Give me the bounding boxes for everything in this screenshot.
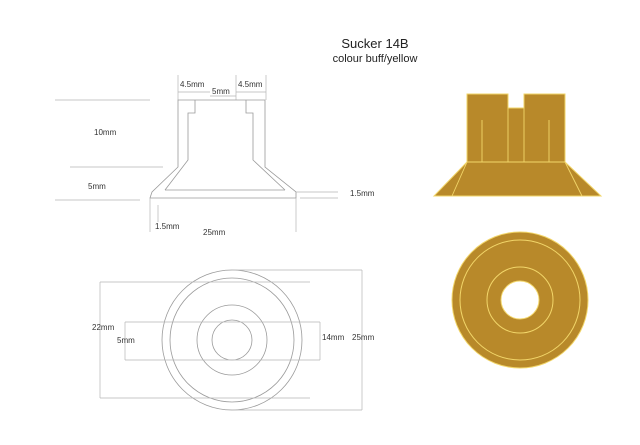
rendered-plan-view bbox=[451, 231, 589, 369]
dim-overall-width: 25mm bbox=[203, 228, 226, 237]
side-view: 4.5mm 4.5mm 5mm 10mm 5mm 1.5mm 1.5mm 25m… bbox=[55, 75, 375, 237]
rendered-side-view bbox=[432, 93, 603, 197]
solid-ring-edge bbox=[459, 239, 581, 361]
sucker-outline bbox=[149, 99, 297, 199]
drawing-subtitle: colour buff/yellow bbox=[332, 53, 418, 65]
outer-ring-circle bbox=[169, 277, 295, 403]
dim-hole: 5mm bbox=[117, 336, 135, 345]
solid-side-body bbox=[432, 93, 603, 197]
inner-ring-circle bbox=[196, 304, 268, 376]
dim-body-height: 10mm bbox=[94, 128, 117, 137]
solid-inner-edge bbox=[486, 266, 554, 334]
solid-hole bbox=[500, 280, 540, 320]
dim-outer-diameter: 25mm bbox=[352, 333, 375, 342]
plan-view: 22mm 5mm 14mm 25mm bbox=[92, 269, 375, 411]
dim-bore: 5mm bbox=[212, 87, 230, 96]
dim-right-wall: 4.5mm bbox=[238, 80, 263, 89]
dim-lip-left: 1.5mm bbox=[155, 222, 180, 231]
dim-overall-height: 22mm bbox=[92, 323, 115, 332]
dim-lip: 1.5mm bbox=[350, 189, 375, 198]
drawing-title: Sucker 14B bbox=[341, 36, 409, 51]
dim-left-wall: 4.5mm bbox=[180, 80, 205, 89]
dim-skirt-height: 5mm bbox=[88, 182, 106, 191]
outer-circle bbox=[161, 269, 303, 411]
bore-outline bbox=[164, 100, 286, 191]
solid-side-edges bbox=[451, 108, 583, 197]
hole-circle bbox=[211, 319, 253, 361]
dim-inner-ring: 14mm bbox=[322, 333, 345, 342]
